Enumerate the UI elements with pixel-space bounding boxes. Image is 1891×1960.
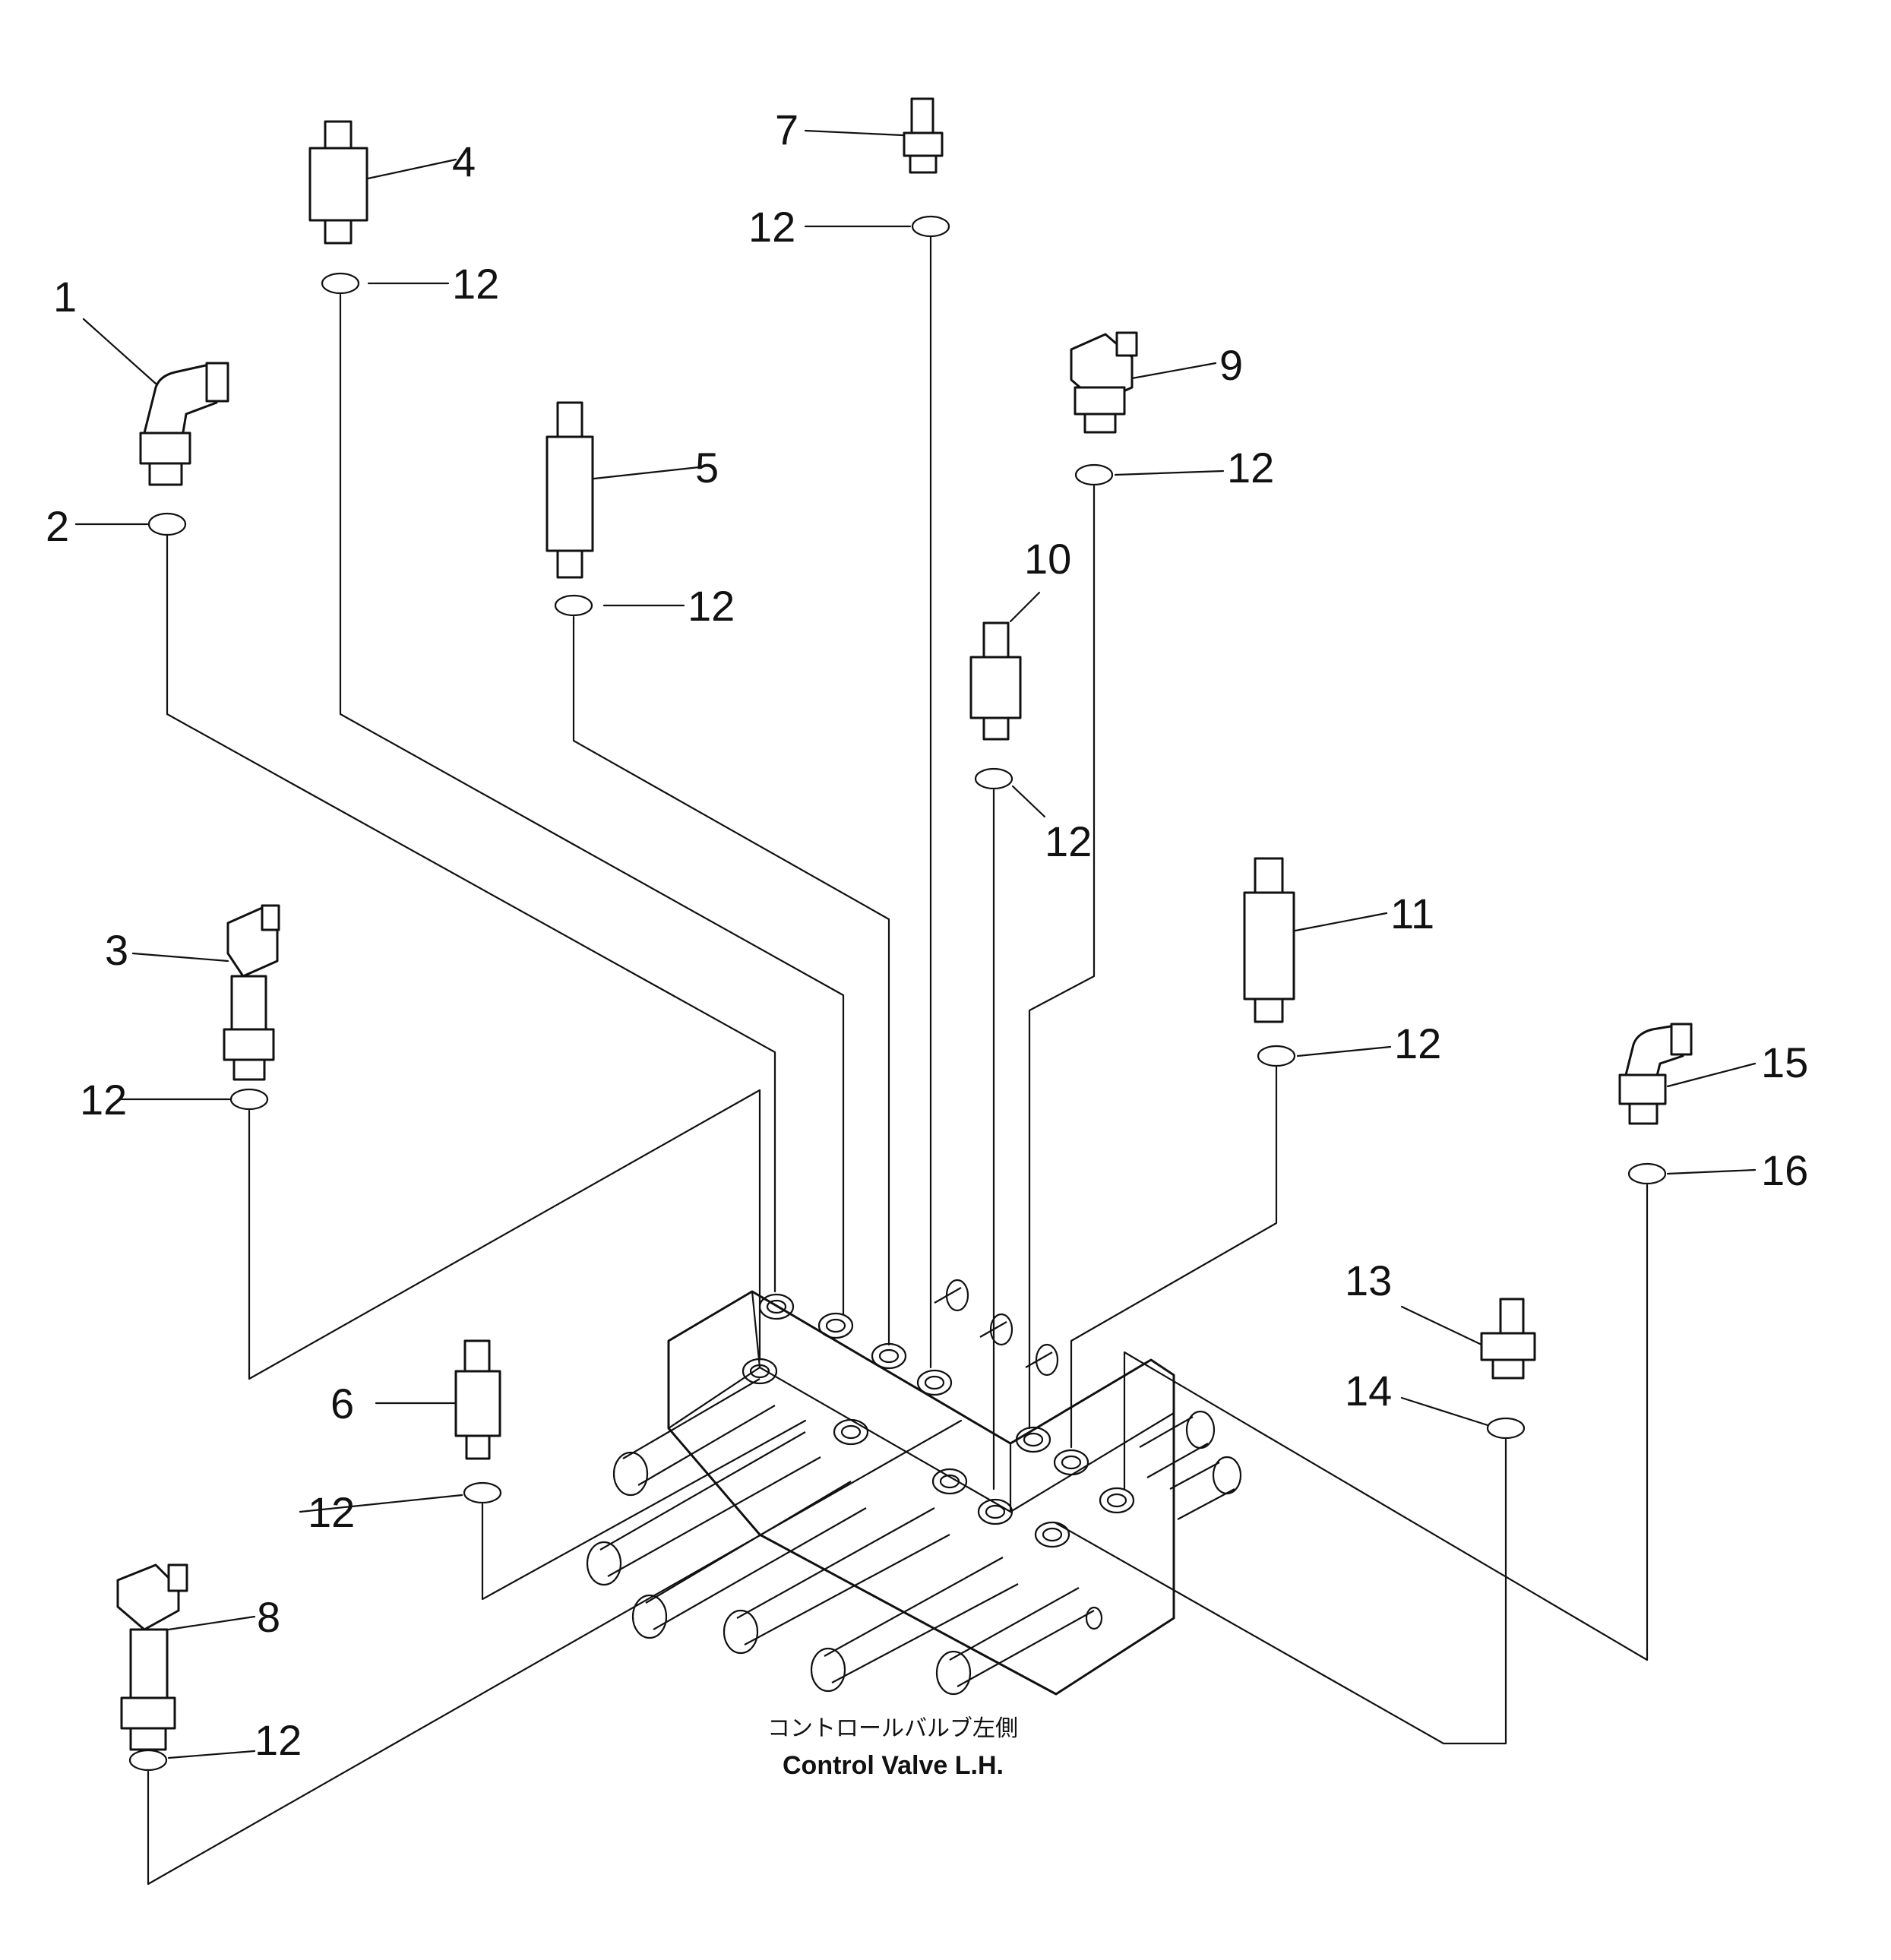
callout-5: 5 — [695, 444, 719, 492]
square-elbow-fitting-icon — [116, 1563, 188, 1751]
callout-12g: 12 — [80, 1076, 127, 1124]
long-coupling-icon — [545, 401, 594, 579]
elbow-fitting-icon — [139, 362, 229, 486]
callout-6: 6 — [330, 1380, 354, 1427]
square-elbow-fitting-icon — [1070, 331, 1138, 434]
callout-12i: 12 — [255, 1716, 302, 1764]
short-coupling-icon — [454, 1339, 501, 1460]
elbow-fitting-icon — [1618, 1023, 1693, 1125]
callout-12b: 12 — [688, 582, 735, 630]
callout-8: 8 — [257, 1593, 280, 1641]
coupling-icon — [308, 120, 368, 245]
callout-9: 9 — [1219, 341, 1243, 389]
callout-12h: 12 — [308, 1488, 355, 1536]
callout-12a: 12 — [452, 260, 499, 308]
long-coupling-icon — [1243, 857, 1295, 1023]
square-elbow-fitting-icon — [223, 904, 280, 1081]
callout-7: 7 — [775, 106, 798, 153]
callout-12c: 12 — [748, 203, 795, 251]
callout-1: 1 — [53, 273, 77, 321]
callout-3: 3 — [105, 926, 128, 974]
callout-12e: 12 — [1045, 817, 1092, 865]
callout-numbers: 1 2 3 4 12 5 12 7 12 9 12 10 12 11 12 12… — [46, 106, 1808, 1764]
callout-13: 13 — [1345, 1257, 1392, 1304]
callout-16: 16 — [1761, 1146, 1808, 1194]
control-valve-body — [586, 1279, 1242, 1696]
pipe-routes — [147, 236, 1649, 1886]
callout-4: 4 — [452, 138, 476, 185]
short-coupling-icon — [969, 621, 1022, 741]
leader-lines — [74, 129, 1757, 1759]
caption-japanese: コントロールバルブ左側 — [767, 1715, 1018, 1742]
callout-12f: 12 — [1394, 1020, 1441, 1067]
callout-10: 10 — [1024, 535, 1071, 583]
callout-12d: 12 — [1227, 444, 1274, 492]
caption-english: Control Valve L.H. — [783, 1751, 1004, 1780]
callout-2: 2 — [46, 502, 69, 550]
callout-15: 15 — [1761, 1038, 1808, 1086]
plug-fitting-icon — [1480, 1298, 1536, 1380]
plug-fitting-icon — [903, 97, 944, 174]
callout-11: 11 — [1390, 890, 1434, 937]
callout-14: 14 — [1345, 1367, 1392, 1415]
o-rings — [128, 215, 1667, 1772]
